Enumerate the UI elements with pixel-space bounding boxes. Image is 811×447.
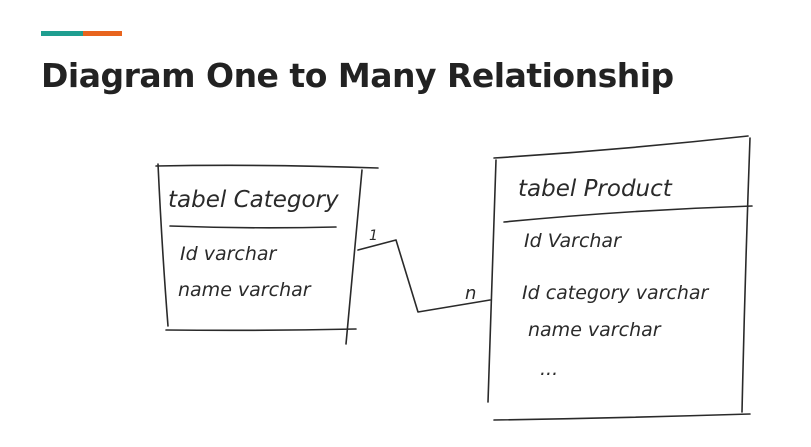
product-table-title: tabel Product — [518, 176, 673, 202]
product-table: tabel Product Id Varchar Id category var… — [487, 135, 753, 421]
accent-bar — [41, 31, 122, 36]
relationship-one-label: 1 — [369, 228, 378, 244]
page-title: Diagram One to Many Relationship — [41, 56, 674, 95]
relationship-line — [357, 239, 491, 313]
category-table-title: tabel Category — [168, 187, 339, 213]
accent-bar-orange — [83, 31, 122, 36]
accent-bar-teal — [41, 31, 83, 36]
product-field-more: ... — [540, 358, 558, 380]
product-field-id-category: Id category varchar — [522, 282, 710, 304]
product-field-id: Id Varchar — [524, 230, 622, 252]
relationship-connector: 1 n — [357, 228, 491, 313]
product-field-name: name varchar — [528, 319, 662, 341]
product-table-bottom-edge — [493, 413, 751, 421]
category-table-header-divider — [169, 225, 337, 229]
category-table-bottom-edge — [165, 328, 357, 332]
category-field-name: name varchar — [178, 279, 312, 301]
product-table-right-edge — [741, 137, 751, 413]
category-table: tabel Category Id varchar name varchar — [155, 163, 379, 345]
relationship-many-label: n — [465, 283, 476, 304]
product-table-top-edge — [493, 135, 749, 159]
category-table-left-edge — [157, 163, 169, 327]
category-table-right-edge — [345, 169, 363, 345]
category-field-id: Id varchar — [180, 243, 278, 265]
product-table-left-edge — [487, 159, 497, 403]
product-table-header-divider — [503, 205, 753, 223]
category-table-top-edge — [155, 164, 379, 169]
